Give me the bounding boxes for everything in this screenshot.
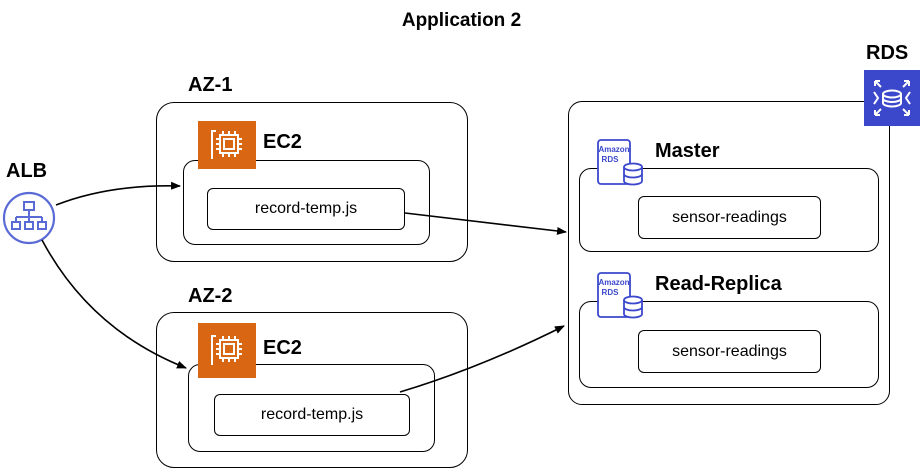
master-table-box: sensor-readings bbox=[638, 196, 821, 239]
rds-icon bbox=[864, 70, 920, 126]
rds-database-icon: Amazon RDS bbox=[597, 272, 645, 320]
rds-database-icon: Amazon RDS bbox=[597, 139, 645, 187]
replica-label: Read-Replica bbox=[655, 273, 782, 295]
load-balancer-icon bbox=[2, 191, 56, 245]
edge-alb-to-az2-ec2 bbox=[41, 239, 187, 369]
edge-az2-script-to-replica bbox=[399, 325, 565, 393]
az2-ec2-label: EC2 bbox=[263, 337, 302, 359]
diagram-title: Application 2 bbox=[401, 10, 522, 31]
master-badge-bottom: RDS bbox=[602, 155, 620, 164]
az1-ec2-label: EC2 bbox=[263, 131, 302, 153]
master-badge-top: Amazon bbox=[598, 145, 629, 154]
edge-alb-to-az1-ec2 bbox=[55, 181, 181, 206]
edge-az1-script-to-master bbox=[404, 212, 567, 235]
replica-table-box: sensor-readings bbox=[638, 330, 821, 373]
ec2-instance-icon bbox=[198, 323, 256, 378]
az1-label: AZ-1 bbox=[188, 74, 233, 96]
az1-script-box: record-temp.js bbox=[207, 188, 405, 230]
az2-label: AZ-2 bbox=[188, 285, 233, 307]
replica-badge-bottom: RDS bbox=[602, 288, 620, 297]
master-label: Master bbox=[655, 140, 720, 162]
rds-label: RDS bbox=[866, 42, 909, 64]
ec2-instance-icon bbox=[198, 121, 256, 169]
az2-script-box: record-temp.js bbox=[214, 394, 410, 436]
replica-badge-top: Amazon bbox=[598, 278, 629, 287]
alb-label: ALB bbox=[6, 160, 48, 182]
